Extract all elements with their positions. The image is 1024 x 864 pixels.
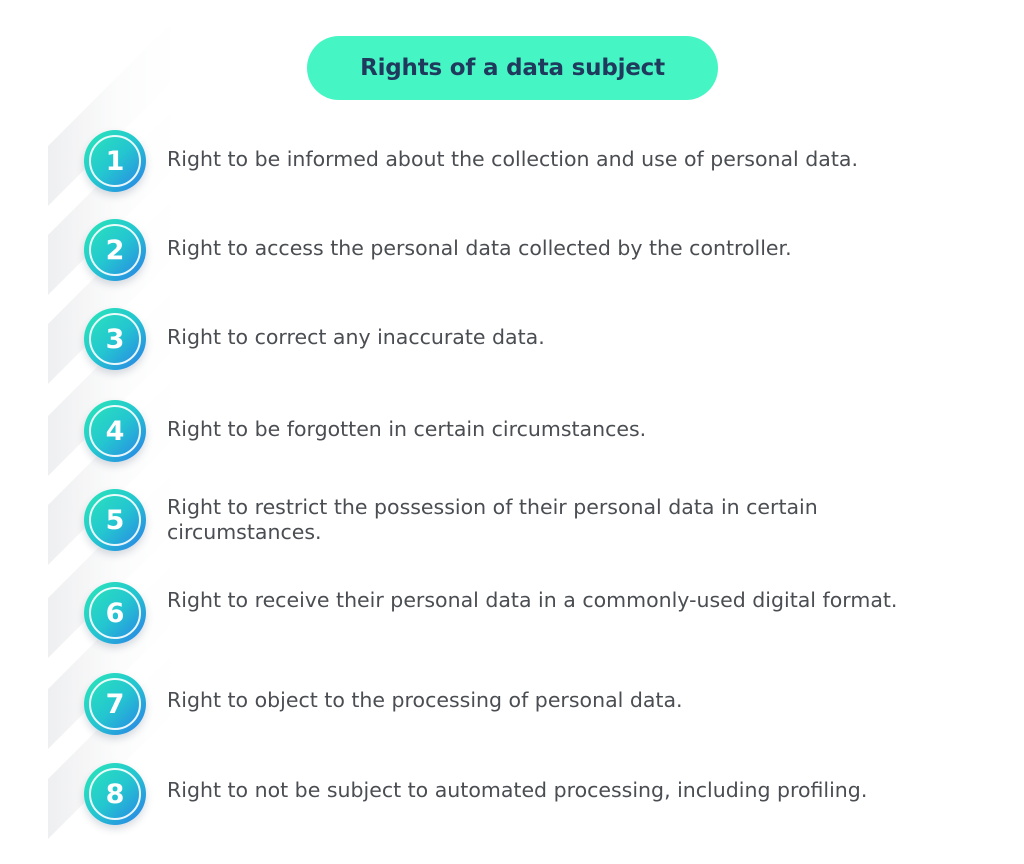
right-text: Right to be informed about the collectio… — [167, 147, 858, 171]
badge-ring: 3 — [89, 313, 141, 365]
title-pill: Rights of a data subject — [307, 36, 718, 100]
badge-ring: 4 — [89, 405, 141, 457]
number-badge: 1 — [84, 130, 146, 192]
badge-ring: 6 — [89, 587, 141, 639]
number-badge: 4 — [84, 400, 146, 462]
number-badge: 7 — [84, 673, 146, 735]
badge-number: 3 — [105, 323, 125, 355]
badge-number: 8 — [105, 778, 125, 810]
right-text: Right to correct any inaccurate data. — [167, 325, 545, 349]
number-badge: 5 — [84, 489, 146, 551]
badge-number: 4 — [105, 415, 125, 447]
badge-ring: 1 — [89, 135, 141, 187]
badge-ring: 8 — [89, 768, 141, 820]
badge-ring: 7 — [89, 678, 141, 730]
number-badge: 6 — [84, 582, 146, 644]
right-text: Right to access the personal data collec… — [167, 236, 792, 260]
number-badge: 8 — [84, 763, 146, 825]
page-title: Rights of a data subject — [360, 55, 665, 81]
badge-number: 2 — [105, 234, 125, 266]
right-text: Right to object to the processing of per… — [167, 688, 683, 712]
badge-number: 5 — [105, 504, 125, 536]
right-text: Right to restrict the possession of thei… — [167, 495, 818, 544]
badge-number: 1 — [105, 145, 125, 177]
right-text: Right to receive their personal data in … — [167, 588, 898, 612]
badge-ring: 2 — [89, 224, 141, 276]
right-text: Right to not be subject to automated pro… — [167, 778, 868, 802]
number-badge: 3 — [84, 308, 146, 370]
badge-number: 6 — [105, 597, 125, 629]
badge-ring: 5 — [89, 494, 141, 546]
number-badge: 2 — [84, 219, 146, 281]
right-text: Right to be forgotten in certain circums… — [167, 417, 647, 441]
badge-number: 7 — [105, 688, 125, 720]
